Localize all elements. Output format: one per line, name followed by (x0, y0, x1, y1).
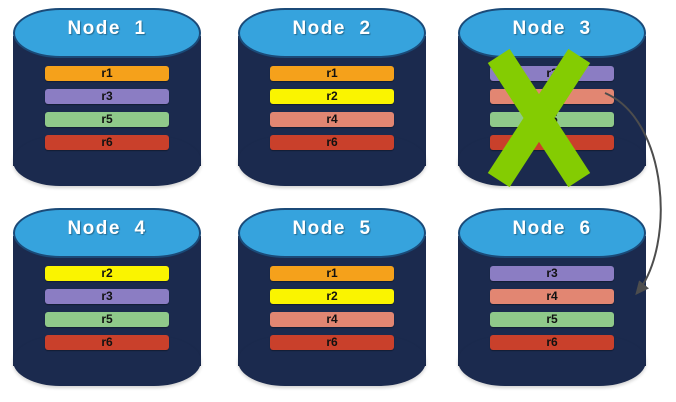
replica-r6[interactable]: r6 (270, 135, 394, 150)
replica-r6[interactable]: r6 (490, 135, 614, 150)
node-4[interactable]: Node 4 r2 r3 r5 r6 (13, 208, 201, 386)
replica-list: r2 r3 r5 r6 (45, 266, 169, 350)
node-5[interactable]: Node 5 r1 r2 r4 r6 (238, 208, 426, 386)
cylinder-top (238, 208, 426, 258)
node-3[interactable]: Node 3 r3 r4 r5 r6 (458, 8, 646, 188)
replica-r4[interactable]: r4 (270, 112, 394, 127)
replica-r3[interactable]: r3 (490, 266, 614, 281)
replica-r2[interactable]: r2 (270, 89, 394, 104)
replica-r3[interactable]: r3 (45, 89, 169, 104)
replica-r4[interactable]: r4 (270, 312, 394, 327)
replica-list: r3 r4 r5 r6 (490, 266, 614, 350)
node-2[interactable]: Node 2 r1 r2 r4 r6 (238, 8, 426, 186)
replica-r6[interactable]: r6 (490, 335, 614, 350)
replica-r6[interactable]: r6 (45, 135, 169, 150)
replica-list: r1 r3 r5 r6 (45, 66, 169, 150)
cylinder-top (13, 8, 201, 58)
node-6-label: Node 6 (512, 218, 592, 239)
replica-r5[interactable]: r5 (490, 312, 614, 327)
cylinder-top (238, 8, 426, 58)
replica-r1[interactable]: r1 (270, 266, 394, 281)
replica-r1[interactable]: r1 (45, 66, 169, 81)
replica-r5[interactable]: r5 (45, 112, 169, 127)
replica-r6[interactable]: r6 (45, 335, 169, 350)
replica-r5[interactable]: r5 (45, 312, 169, 327)
replica-r4[interactable]: r4 (490, 289, 614, 304)
replica-r3[interactable]: r3 (45, 289, 169, 304)
replica-list: r3 r4 r5 r6 (490, 66, 614, 150)
node-2-label: Node 2 (292, 18, 372, 39)
replica-r5[interactable]: r5 (490, 112, 614, 127)
replica-r2[interactable]: r2 (45, 266, 169, 281)
node-1-label: Node 1 (67, 18, 147, 39)
replica-r6[interactable]: r6 (270, 335, 394, 350)
replica-list: r1 r2 r4 r6 (270, 66, 394, 150)
replica-r1[interactable]: r1 (270, 66, 394, 81)
node-5-label: Node 5 (292, 218, 372, 239)
replica-list: r1 r2 r4 r6 (270, 266, 394, 350)
replica-r4[interactable]: r4 (490, 89, 614, 104)
replica-r3[interactable]: r3 (490, 66, 614, 81)
node-4-label: Node 4 (67, 218, 147, 239)
cylinder-top (13, 208, 201, 258)
node-3-label: Node 3 (512, 18, 592, 39)
replica-r2[interactable]: r2 (270, 289, 394, 304)
node-6[interactable]: Node 6 r3 r4 r5 r6 (458, 208, 646, 386)
node-1[interactable]: Node 1 r1 r3 r5 r6 (13, 8, 201, 186)
